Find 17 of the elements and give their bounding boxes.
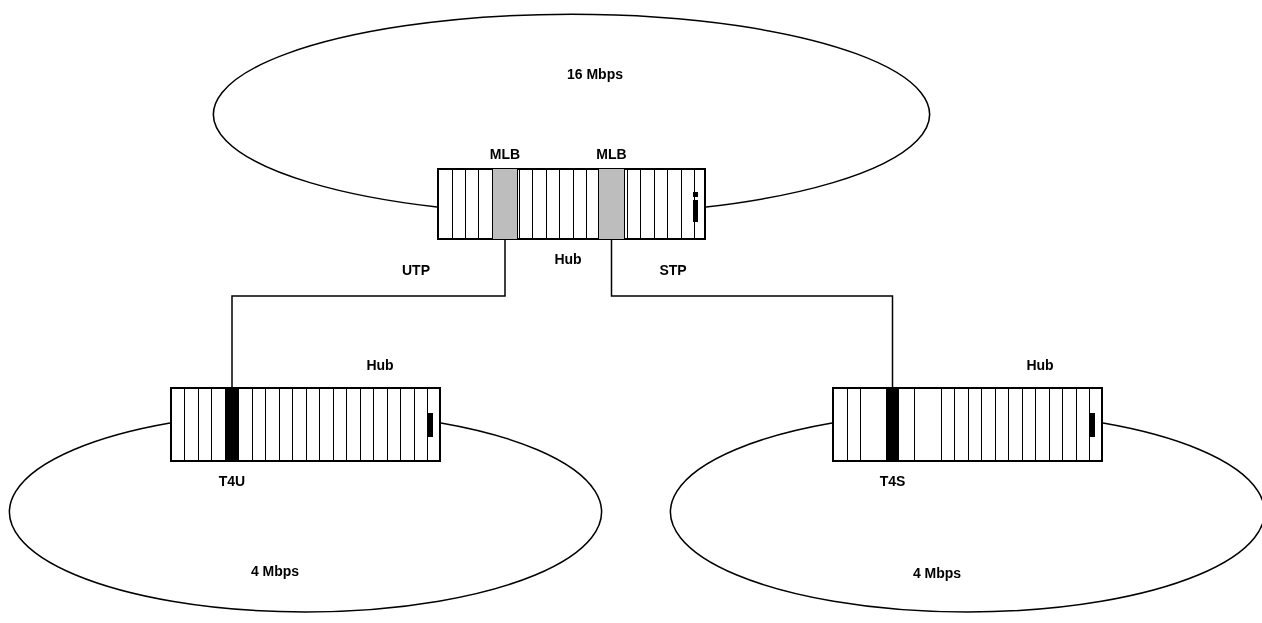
edge-label: 4 Mbps	[910, 565, 964, 581]
module-label: MLB	[489, 146, 521, 162]
hub-label: Hub	[366, 357, 394, 373]
cable-line	[231, 239, 506, 388]
ring-line	[670, 422, 1262, 613]
ring-line	[9, 422, 602, 613]
module-label: T4S	[879, 473, 906, 489]
edge-label: 16 Mbps	[565, 66, 625, 82]
edge-label: 4 Mbps	[248, 563, 302, 579]
edge-label: UTP	[400, 262, 432, 278]
hub-label: Hub	[554, 251, 582, 267]
cable-line	[610, 239, 894, 388]
hub-label: Hub	[1026, 357, 1054, 373]
ring-line	[212, 13, 931, 208]
module-label: MLB	[596, 146, 627, 162]
module-label: T4U	[218, 473, 246, 489]
edge-label: STP	[657, 262, 689, 278]
